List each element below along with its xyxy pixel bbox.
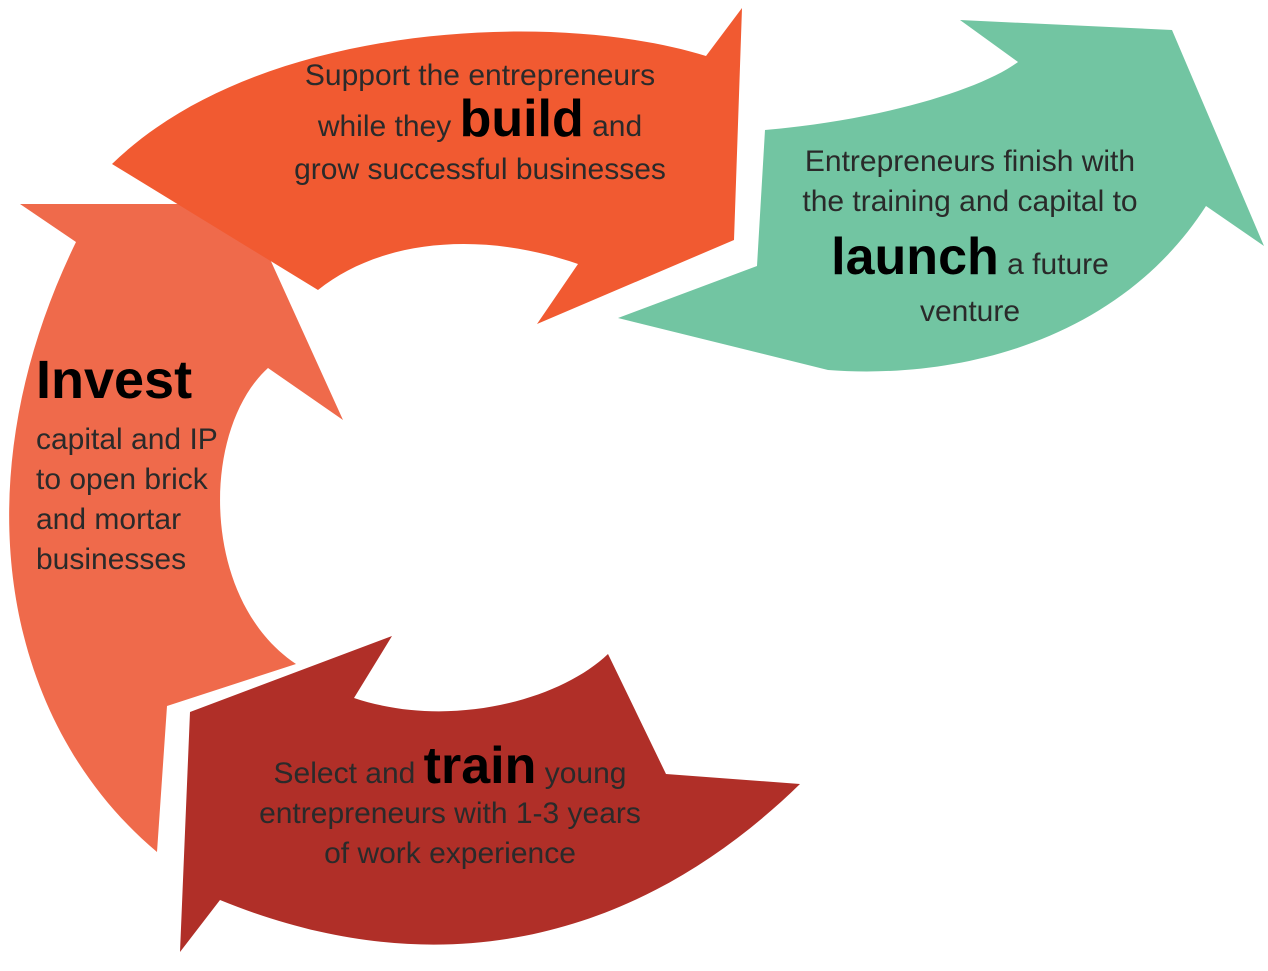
build-keyword: build [459,90,584,148]
build-arrow [112,8,742,324]
invest-line-2: to open brick [36,463,208,496]
train-line-3: of work experience [324,837,576,870]
invest-line-3: and mortar [36,503,182,536]
launch-keyword: launch [831,228,999,286]
build-post-text: and [592,110,643,143]
train-arrow [180,636,800,952]
train-pre-text: Select and [273,757,416,790]
launch-line-1: Entrepreneurs finish with [804,145,1136,178]
launch-arrow [618,20,1264,372]
build-step-text: Support the entrepreneurs while they bui… [270,58,690,188]
invest-step-text: Invest capital and IP to open brick and … [36,340,256,580]
invest-line-4: businesses [36,543,187,576]
build-line-1: Support the entrepreneurs [304,59,656,92]
invest-keyword: Invest [36,350,193,410]
invest-arrow [9,204,343,852]
train-keyword: train [423,737,537,795]
train-step-text: Select and train young entrepreneurs wit… [200,740,700,874]
launch-line-4: venture [919,295,1021,328]
launch-line-2: the training and capital to [802,185,1138,218]
train-post-text: young [544,757,627,790]
launch-post-text: a future [1007,248,1109,281]
train-line-2: entrepreneurs with 1-3 years [259,797,641,830]
launch-step-text: Entrepreneurs finish with the training a… [760,142,1180,332]
build-line-3: grow successful businesses [294,153,666,186]
build-pre-text: while they [317,110,452,143]
invest-line-1: capital and IP [36,423,218,456]
